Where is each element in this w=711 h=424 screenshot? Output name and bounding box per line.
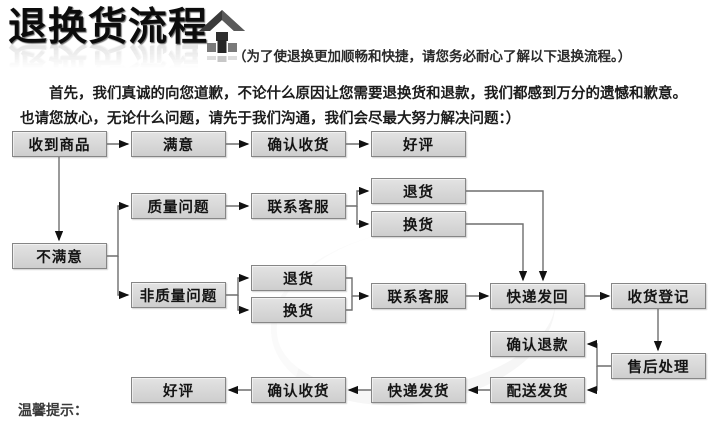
flow-node-confirm-refund: 确认退款 bbox=[490, 331, 585, 357]
flow-node-good-review-2: 好评 bbox=[131, 377, 226, 403]
flow-node-satisfied: 满意 bbox=[131, 131, 226, 157]
flow-node-confirm-receipt-1: 确认收货 bbox=[251, 131, 346, 157]
arrow-contact1-exchange1 bbox=[356, 206, 370, 229]
page-header: 退换货流程 退换货流程 bbox=[8, 6, 209, 82]
flow-node-unsatisfied: 不满意 bbox=[12, 243, 107, 269]
flow-node-receipt-register: 收货登记 bbox=[611, 283, 706, 309]
flow-node-exchange-1: 换货 bbox=[371, 211, 466, 237]
page-title-reflection: 退换货流程 bbox=[8, 39, 209, 82]
flow-node-return-1: 退货 bbox=[371, 178, 466, 204]
arrow-contact1-return1 bbox=[346, 186, 370, 207]
intro-paragraph: 首先，我们真诚的向您道歉，不论什么原因让您需要退换货和退款，我们都感到万分的遗憾… bbox=[20, 86, 687, 127]
flow-node-non-quality-issue: 非质量问题 bbox=[131, 282, 226, 308]
flow-node-return-2: 退货 bbox=[251, 265, 346, 291]
flow-node-confirm-receipt-2: 确认收货 bbox=[251, 377, 346, 403]
flow-node-express-delivery: 快递发货 bbox=[371, 377, 466, 403]
arrow-aftersale-dispatch bbox=[586, 366, 598, 395]
flow-node-good-review-1: 好评 bbox=[371, 131, 466, 157]
house-up-arrow-icon bbox=[199, 10, 245, 62]
warm-tip-label: 温馨提示： bbox=[18, 402, 88, 418]
flow-node-received: 收到商品 bbox=[12, 131, 107, 157]
flow-node-dispatch-goods: 配送发货 bbox=[490, 377, 585, 403]
arrow-unsatisfied-nonquality bbox=[117, 256, 130, 300]
flow-node-after-sale: 售后处理 bbox=[611, 353, 706, 379]
flow-node-contact-service-1: 联系客服 bbox=[251, 193, 346, 219]
arrow-aftersale-refund bbox=[586, 339, 611, 367]
arrow-nonquality-exchange2 bbox=[237, 295, 250, 315]
arrow-nonquality-return2 bbox=[226, 273, 250, 296]
flow-node-contact-service-2: 联系客服 bbox=[371, 283, 466, 309]
flow-node-exchange-2: 换货 bbox=[251, 297, 346, 323]
flow-node-send-back: 快递发回 bbox=[490, 283, 585, 309]
page-title: 退换货流程 bbox=[8, 6, 209, 49]
header-subtitle: （为了使退换更加顺畅和快捷，请您务必耐心了解以下退换流程。） bbox=[233, 49, 632, 64]
flow-node-quality-issue: 质量问题 bbox=[131, 193, 226, 219]
arrow-unsatisfied-quality bbox=[107, 201, 130, 257]
